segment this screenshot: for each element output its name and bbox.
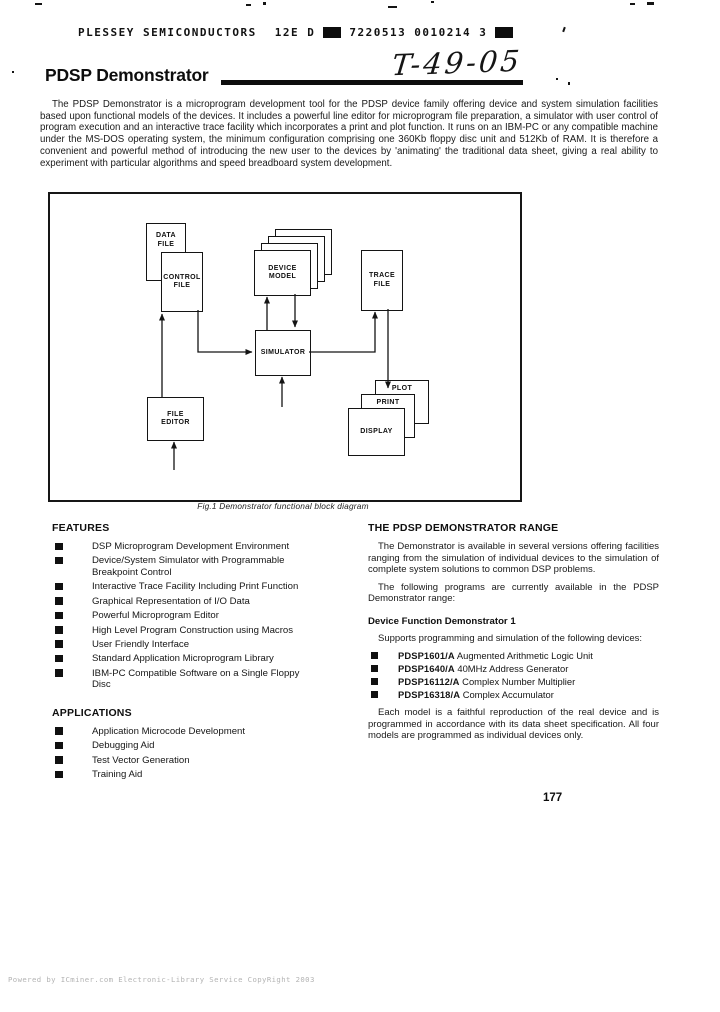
scan-artifact	[647, 2, 654, 5]
feature-item: IBM-PC Compatible Software on a Single F…	[52, 668, 354, 691]
scan-artifact	[556, 78, 558, 80]
scan-artifact	[263, 2, 266, 5]
feature-item: Powerful Microprogram Editor	[52, 610, 354, 622]
scan-artifact	[388, 6, 397, 8]
feature-item: Standard Application Microprogram Librar…	[52, 653, 354, 665]
block-device-model: DEVICE MODEL	[254, 250, 311, 296]
device-demonstrator-paragraph: Supports programming and simulation of t…	[378, 632, 643, 644]
footer-watermark: Powered by ICminer.com Electronic-Librar…	[8, 975, 315, 984]
intro-paragraph: The PDSP Demonstrator is a microprogram …	[40, 99, 658, 169]
bullet-square-icon	[55, 756, 63, 764]
range-heading: THE PDSP DEMONSTRATOR RANGE	[368, 522, 559, 534]
bullet-square-icon	[371, 651, 378, 659]
applications-heading: APPLICATIONS	[52, 706, 132, 719]
page-number: 177	[543, 792, 563, 804]
application-item: Test Vector Generation	[52, 755, 354, 767]
feature-item: High Level Program Construction using Ma…	[52, 625, 354, 637]
device-item: PDSP16318/A Complex Accumulator	[368, 689, 659, 700]
application-item: Debugging Aid	[52, 740, 354, 752]
page-title: PDSP Demonstrator	[45, 65, 209, 85]
barcode-block-icon	[495, 27, 514, 38]
features-heading: FEATURES	[52, 522, 110, 534]
doc-code: 12E D	[274, 26, 316, 39]
bullet-square-icon	[371, 664, 378, 672]
feature-item: User Friendly Interface	[52, 639, 354, 651]
diagram-connectors	[159, 294, 391, 470]
bullet-square-icon	[55, 640, 63, 648]
bullet-square-icon	[371, 690, 378, 698]
barcode-number: 7220513 0010214 3	[349, 26, 488, 39]
feature-item: Interactive Trace Facility Including Pri…	[52, 581, 354, 593]
range-closing-paragraph: Each model is a faithful reproduction of…	[368, 707, 659, 742]
scan-artifact	[35, 3, 42, 5]
range-paragraph-2: The following programs are currently ava…	[368, 581, 659, 605]
bullet-square-icon	[55, 542, 63, 550]
scan-artifact	[568, 82, 570, 85]
barcode-block-icon	[323, 27, 342, 38]
feature-item: Graphical Representation of I/O Data	[52, 596, 354, 608]
bullet-square-icon	[55, 611, 63, 620]
scan-artifact	[12, 71, 14, 73]
bullet-square-icon	[55, 770, 63, 779]
application-item: Training Aid	[52, 769, 354, 781]
bullet-square-icon	[55, 727, 63, 735]
bullet-square-icon	[55, 582, 63, 591]
page-header: PLESSEY SEMICONDUCTORS 12E D 7220513 001…	[78, 26, 638, 39]
block-trace-file: TRACE FILE	[361, 250, 403, 311]
right-column: THE PDSP DEMONSTRATOR RANGE The Demonstr…	[368, 522, 659, 753]
left-column: FEATURES DSP Microprogram Development En…	[52, 522, 354, 783]
block-simulator: SIMULATOR	[255, 330, 311, 376]
bullet-square-icon	[55, 741, 63, 750]
handwritten-note: T-49-05	[390, 43, 524, 83]
bullet-square-icon	[55, 669, 63, 677]
scan-artifact	[630, 3, 635, 5]
bullet-square-icon	[55, 654, 63, 663]
feature-item: DSP Microprogram Development Environment	[52, 541, 354, 553]
vendor-name: PLESSEY SEMICONDUCTORS	[78, 26, 257, 39]
bullet-square-icon	[55, 556, 63, 565]
device-item: PDSP1601/A Augmented Arithmetic Logic Un…	[368, 650, 659, 661]
feature-item: Device/System Simulator with Programmabl…	[52, 555, 354, 578]
scan-artifact	[246, 4, 251, 6]
block-control-file: CONTROL FILE	[161, 252, 203, 312]
scan-artifact	[431, 1, 434, 3]
application-item: Application Microcode Development	[52, 726, 354, 738]
block-display: DISPLAY	[348, 408, 405, 456]
title-rule	[221, 80, 523, 85]
bullet-square-icon	[55, 597, 63, 605]
figure-caption: Fig.1 Demonstrator functional block diag…	[197, 501, 369, 511]
device-item: PDSP16112/A Complex Number Multiplier	[368, 676, 659, 687]
device-demonstrator-subheading: Device Function Demonstrator 1	[368, 615, 516, 627]
device-item: PDSP1640/A 40MHz Address Generator	[368, 663, 659, 674]
bullet-square-icon	[55, 626, 63, 634]
bullet-square-icon	[371, 677, 378, 685]
range-paragraph-1: The Demonstrator is available in several…	[368, 541, 659, 575]
block-file-editor: FILE EDITOR	[147, 397, 204, 441]
block-diagram-figure: DATA FILE CONTROL FILE DEVICE MODEL TRAC…	[48, 192, 522, 502]
